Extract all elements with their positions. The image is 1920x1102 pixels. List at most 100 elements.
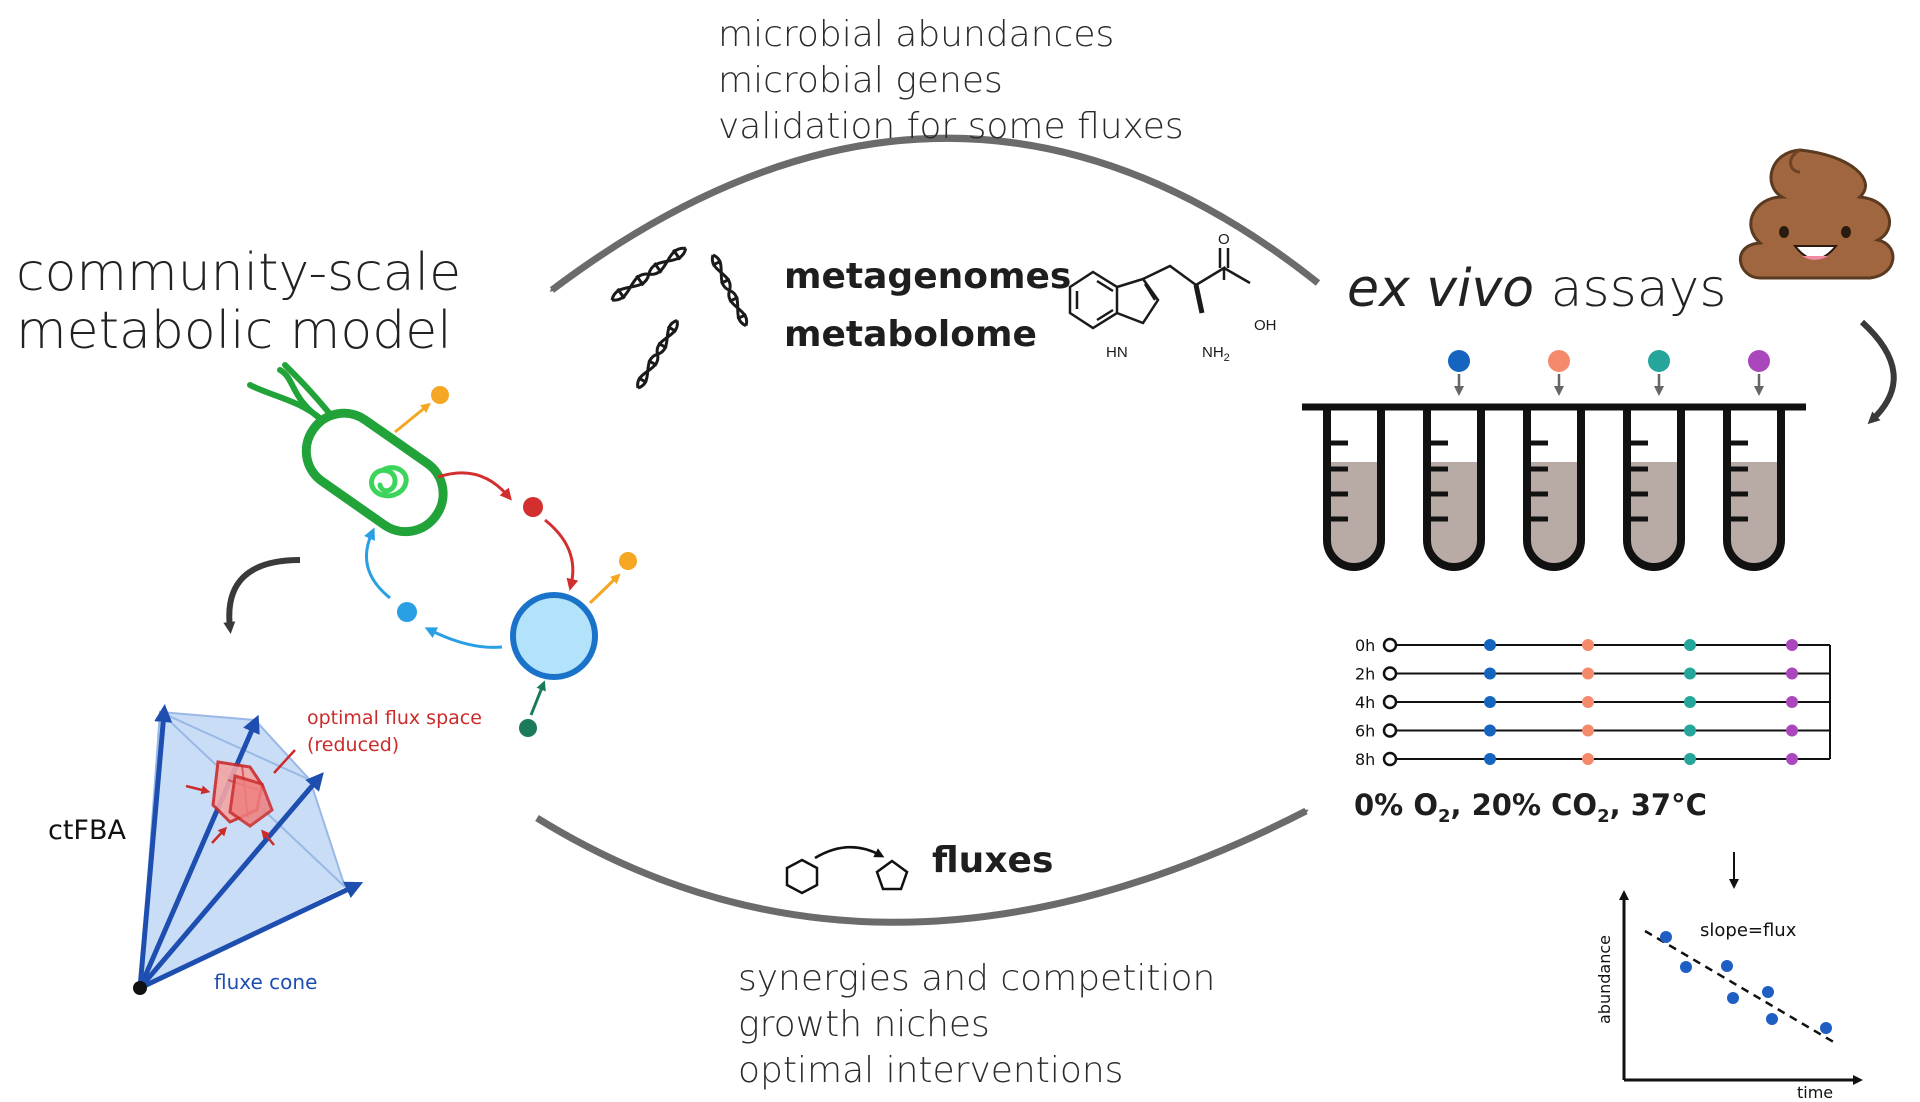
cone-method-label: ctFBA <box>48 815 126 846</box>
sample-dot <box>1684 667 1696 680</box>
regression-point <box>1660 931 1672 943</box>
sample-dot <box>1786 639 1798 651</box>
optimal-label-leader <box>273 749 296 774</box>
assays-title-rest: assays <box>1534 259 1727 319</box>
flux-cone <box>133 704 364 995</box>
sample-dot <box>1582 724 1594 737</box>
timepoint-origin <box>1382 751 1398 767</box>
sample-dot <box>1684 724 1696 737</box>
assays-title-italic: ex vivo <box>1347 259 1535 319</box>
assays-title: ex vivo assays <box>1347 260 1726 318</box>
model-to-cone-arrow <box>223 557 301 634</box>
omics-metagenomes: metagenomes <box>784 256 1072 297</box>
timepoint-origin <box>1382 637 1398 653</box>
orange-metabolite-dot-2 <box>619 552 637 570</box>
model-title-line2: metabolic model <box>16 301 452 361</box>
carbonyl-o-label: O <box>1218 231 1230 248</box>
indole-nh-label: HN <box>1106 344 1128 361</box>
timepoint-label: 0h <box>1355 636 1375 655</box>
poop-emoji-icon <box>1739 148 1895 280</box>
optimal-flux-label-line2: (reduced) <box>307 734 400 756</box>
reaction-icon <box>785 845 909 895</box>
o2-label: 0% O <box>1354 788 1438 822</box>
regression-x-label: time <box>1797 1083 1834 1102</box>
substrate-tube <box>1402 350 1506 571</box>
feedback-line-abundances: microbial abundances <box>718 14 1115 55</box>
tryptophan-structure-icon <box>1068 248 1251 330</box>
feedback-line-genes: microbial genes <box>718 60 1003 101</box>
sample-dot <box>1786 696 1798 708</box>
fluxes-label: fluxes <box>932 840 1054 881</box>
co2-label: , 20% CO <box>1450 788 1598 822</box>
substrate-tube <box>1502 350 1606 571</box>
substrate-tube <box>1602 350 1706 571</box>
control-tube <box>1302 403 1406 571</box>
regression-point <box>1721 960 1733 972</box>
optimal-flux-polygon <box>211 760 274 828</box>
timepoint-label: 6h <box>1355 722 1375 741</box>
timepoint-origin <box>1382 694 1398 710</box>
regression-y-label: abundance <box>1594 935 1614 1024</box>
model-title: community-scale metabolic model <box>16 244 461 360</box>
timepoint-label: 2h <box>1355 665 1375 684</box>
output-line-interventions: optimal interventions <box>738 1050 1124 1091</box>
omics-labels: metagenomes metabolome <box>784 248 1071 364</box>
substrate-tube <box>1702 350 1806 571</box>
top-feedback-arrow <box>549 134 1321 293</box>
optimal-flux-label: optimal flux space (reduced) <box>307 705 482 759</box>
regression-point <box>1762 986 1774 998</box>
teal-uptake-arrow <box>529 680 546 716</box>
red-flow-arrow-1 <box>437 471 512 501</box>
substrate-dot <box>1448 350 1470 372</box>
regression-point <box>1820 1022 1832 1034</box>
sample-dot <box>1582 753 1594 765</box>
optimal-flux-label-line1: optimal flux space <box>307 707 482 729</box>
timepoint-origin <box>1382 723 1398 738</box>
cell-secretion-arrow <box>588 573 621 605</box>
substrate-dot <box>1548 350 1570 372</box>
hydroxyl-label: OH <box>1254 317 1277 334</box>
o2-subscript: 2 <box>1437 805 1451 827</box>
timepoint-label: 8h <box>1355 750 1375 769</box>
regression-point <box>1680 961 1692 973</box>
sample-dot <box>1484 724 1496 737</box>
blue-flow-arrow-2 <box>364 527 391 600</box>
substrate-dot <box>1648 350 1670 372</box>
output-line-synergies: synergies and competition <box>738 958 1216 999</box>
teal-metabolite-dot <box>519 719 537 737</box>
sample-dot <box>1484 667 1496 680</box>
sample-dot <box>1484 696 1496 708</box>
sample-dot <box>1484 639 1496 651</box>
blue-metabolite-dot <box>397 602 417 622</box>
host-cell-icon <box>510 592 598 680</box>
sample-to-tubes-arrow <box>1859 319 1897 425</box>
sample-dot <box>1684 696 1696 708</box>
bottom-output-arrow <box>535 807 1309 926</box>
blue-flow-arrow-1 <box>424 627 503 649</box>
output-line-niches: growth niches <box>738 1004 990 1045</box>
co2-subscript: 2 <box>1597 805 1610 827</box>
sample-dot <box>1582 639 1594 651</box>
model-title-line1: community-scale <box>16 243 462 303</box>
temperature-label: , 37°C <box>1609 788 1707 822</box>
constraint-arrow-right <box>261 829 275 846</box>
sample-dot <box>1786 753 1798 765</box>
substrate-dot <box>1748 350 1770 372</box>
sample-dot <box>1484 753 1496 765</box>
regression-plot <box>1619 890 1863 1085</box>
constraint-arrow-bottom <box>211 826 228 844</box>
feedback-line-validation: validation for some fluxes <box>718 106 1184 147</box>
timepoint-origin <box>1382 666 1398 681</box>
bottom-output-text: synergies and competition growth niches … <box>738 956 1215 1094</box>
constraint-arrow-left <box>185 784 211 795</box>
amine-label: NH2 <box>1202 344 1230 364</box>
omics-metabolome: metabolome <box>784 314 1037 355</box>
regression-point <box>1766 1013 1778 1025</box>
red-flow-arrow-2 <box>544 518 579 591</box>
bacterium-icon <box>247 362 448 537</box>
test-tube-rack <box>1302 350 1806 571</box>
sample-dot <box>1786 724 1798 737</box>
sample-dot <box>1684 753 1696 765</box>
